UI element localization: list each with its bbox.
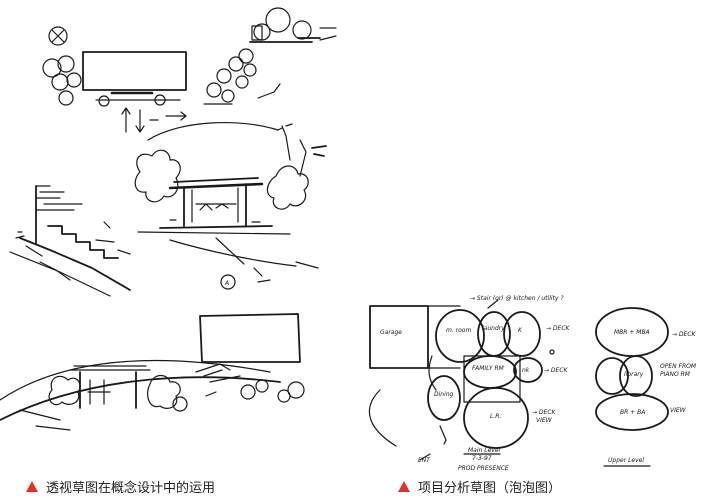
site-plan-sketch: A	[0, 7, 337, 431]
pavilion-perspective: A	[134, 121, 327, 290]
bubble-bedroom-bath-label: BR + BA	[620, 409, 645, 416]
bubble-mudroom-label: m. room	[446, 327, 471, 334]
deck-note-3: → DECK	[532, 409, 557, 416]
circle-marker-label: A	[224, 280, 229, 287]
lower-block-sketch	[195, 313, 305, 403]
caption-left: 透视草图在概念设计中的运用	[26, 477, 215, 496]
bubble-kitchen	[503, 311, 541, 357]
bubble-family-room	[463, 355, 517, 389]
caption-left-text: 透视草图在概念设计中的运用	[46, 481, 216, 496]
deck-note-4: → DECK	[672, 331, 697, 338]
deck-note-2: → DECK	[544, 367, 569, 374]
section-steps-sketch	[9, 185, 131, 297]
bubble-kitchen-label: K	[518, 327, 523, 334]
bubble-mudroom	[435, 309, 485, 363]
upper-level-label: Upper Level	[608, 457, 644, 464]
bubble-living-room	[463, 387, 529, 449]
bubble-master-suite-label: MBR + MBA	[614, 329, 650, 336]
arrow-dot	[549, 349, 555, 355]
bubble-laundry-label: laundry	[482, 325, 505, 332]
view-note-2: VIEW	[670, 407, 687, 414]
garage-block	[369, 305, 429, 369]
red-triangle-icon	[26, 481, 38, 492]
open-from-note: OPEN FROM	[660, 363, 697, 370]
lower-perspective-sketch	[0, 359, 281, 431]
bubble-library	[619, 355, 653, 397]
stair-note: → Stair (or) @ kitchen / utility ?	[470, 295, 564, 302]
presence-note: PROD PRESENCE	[458, 465, 509, 472]
bubble-upper-small	[595, 357, 629, 395]
bubble-laundry	[477, 311, 511, 357]
tree-cluster-left	[42, 26, 82, 106]
bubble-library-label: library	[624, 371, 644, 378]
building-footprint	[82, 51, 187, 91]
bubble-living-room-label: L.R.	[490, 413, 501, 420]
main-level-date: 7-3-97	[472, 455, 492, 462]
bubble-nook-label: nk	[522, 367, 530, 374]
red-triangle-icon	[398, 481, 410, 492]
view-note-1: VIEW	[536, 417, 553, 424]
bubble-bedroom-bath	[595, 393, 669, 431]
caption-right-text: 项目分析草图（泡泡图）	[418, 481, 562, 496]
circle-marker	[220, 274, 236, 290]
bubble-dining	[427, 375, 461, 421]
deck-note-1: → DECK	[546, 325, 571, 332]
garage-label: Garage	[380, 329, 402, 336]
bubble-dining-label: Dining	[434, 391, 454, 398]
piano-note: PIANO RM	[660, 371, 691, 378]
bubble-nook	[513, 357, 543, 383]
bubble-family-room-label: FAMILY RM	[472, 365, 505, 372]
bubble-diagram-sketch: Garage → Stair (or) @ kitchen / utility …	[368, 295, 697, 472]
caption-right: 项目分析草图（泡泡图）	[398, 477, 561, 496]
main-level-label: Main Level	[468, 447, 501, 454]
tree-cluster-right	[203, 7, 337, 105]
entry-note: ENT	[418, 457, 431, 464]
